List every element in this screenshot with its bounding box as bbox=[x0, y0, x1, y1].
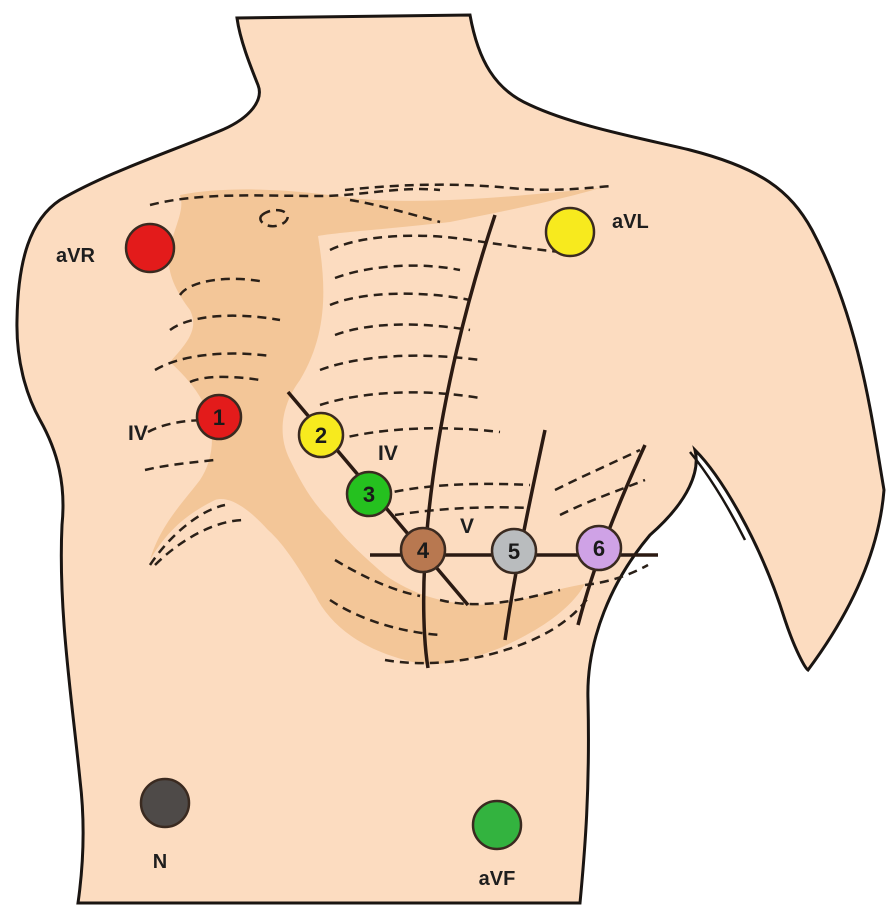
intercostal-label-iv-right: IV bbox=[128, 422, 148, 445]
electrode-n bbox=[141, 779, 189, 827]
electrode-number-v5: 5 bbox=[508, 539, 520, 564]
electrode-avf bbox=[473, 801, 521, 849]
electrode-label-n: N bbox=[153, 851, 167, 873]
electrode-number-v3: 3 bbox=[363, 482, 375, 507]
electrode-label-avl: aVL bbox=[612, 211, 649, 233]
electrode-avl bbox=[546, 208, 594, 256]
torso-outline bbox=[17, 15, 884, 903]
intercostal-label-iv-left: IV bbox=[378, 442, 398, 465]
electrode-label-avr: aVR bbox=[56, 245, 95, 267]
electrode-label-avf: aVF bbox=[479, 868, 516, 890]
electrode-number-v6: 6 bbox=[593, 536, 605, 561]
electrode-number-v1: 1 bbox=[213, 405, 225, 430]
intercostal-label-v-left: V bbox=[460, 515, 474, 538]
electrode-number-v2: 2 bbox=[315, 423, 327, 448]
electrode-avr bbox=[126, 224, 174, 272]
electrode-number-v4: 4 bbox=[417, 538, 430, 563]
